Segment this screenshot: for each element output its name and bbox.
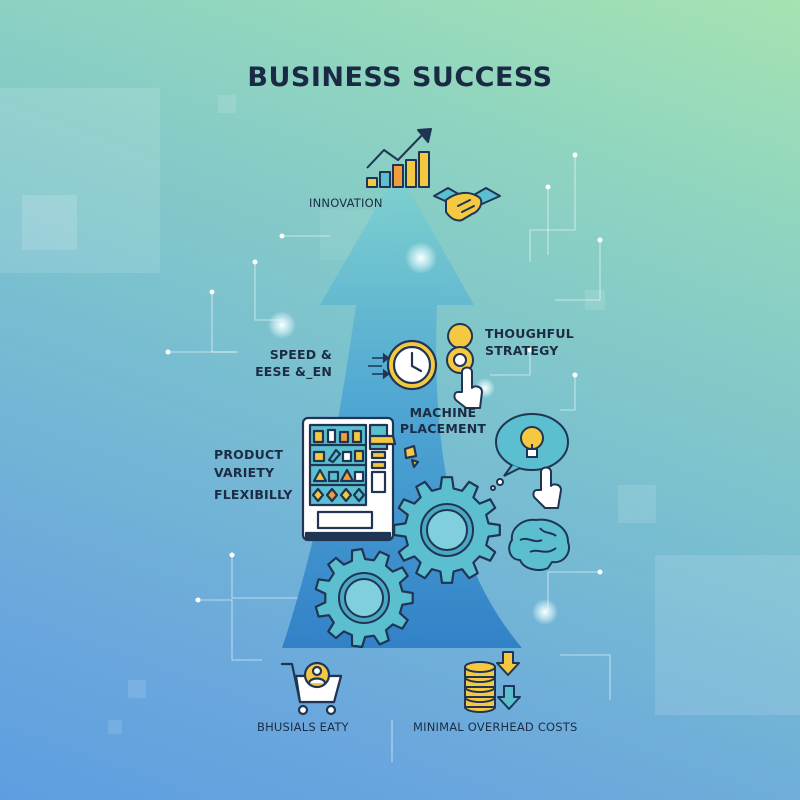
down-arrow-icon (496, 651, 521, 710)
sparkle (268, 311, 296, 339)
bg-square (128, 680, 146, 698)
bg-square (655, 555, 800, 715)
lightbulb-icon (490, 413, 569, 491)
page-title: BUSINESS SUCCESS (247, 62, 553, 93)
label-flexibility: FLEXIBILLY (214, 487, 293, 502)
label-overhead-costs: MINIMAL OVERHEAD COSTS (413, 720, 578, 734)
bg-square (108, 720, 122, 734)
circuit-nodes (165, 152, 603, 603)
brain-icon (508, 518, 570, 571)
clock-icon (368, 339, 438, 391)
sparkle (405, 242, 437, 274)
pointer-hand-icon (532, 466, 562, 509)
label-strategy: THOUGHFUL STRATEGY (485, 326, 574, 358)
bg-square (0, 88, 160, 273)
location-pin-icon (446, 323, 474, 374)
shopping-cart-icon (280, 661, 343, 716)
gear-icon (393, 476, 501, 584)
handshake-icon (433, 187, 501, 222)
label-innovation: INNOVATION (309, 196, 383, 210)
label-placement: MACHINE PLACEMENT (399, 405, 487, 436)
bg-square (218, 95, 236, 113)
bg-square (22, 195, 77, 250)
growth-chart-icon (366, 128, 432, 188)
label-speed: SPEED & EESE &_EN (255, 347, 332, 379)
bg-square (618, 485, 656, 523)
vending-machine-icon (301, 416, 420, 542)
pointer-hand-icon (453, 366, 483, 409)
label-product-variety: PRODUCT VARIETY (214, 447, 284, 480)
gear-icon (314, 547, 414, 649)
coin-stack-icon (464, 661, 496, 713)
sparkle (532, 599, 558, 625)
label-business: BHUSIALS EATY (257, 720, 349, 734)
circuit-lines (168, 155, 611, 762)
